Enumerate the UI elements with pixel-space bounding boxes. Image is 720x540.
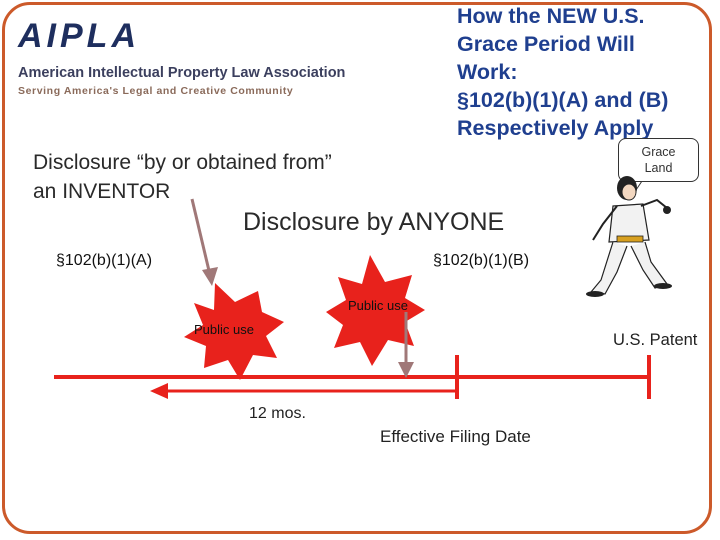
section-b-label: §102(b)(1)(B)	[433, 252, 530, 269]
logo-wordmark: AIPLA	[18, 17, 140, 55]
logo-tagline: Serving America's Legal and Creative Com…	[18, 85, 294, 97]
public-use-label: Public use	[194, 322, 254, 337]
callout-line: Grace	[641, 145, 676, 159]
elvis-clipart-icon	[586, 176, 672, 297]
down-arrow-icon	[190, 198, 212, 276]
title-line: Respectively Apply	[457, 116, 654, 140]
arrow-head-left-icon	[150, 383, 168, 399]
title-line: §102(b)(1)(A) and (B)	[457, 88, 669, 112]
callout-line: Land	[644, 161, 673, 175]
twelve-months-label: 12 mos.	[249, 405, 306, 422]
aipla-logo: AIPLA American Intellectual Property Law…	[18, 17, 358, 97]
starburst-icon	[184, 283, 284, 380]
inventor-disclosure-label: Disclosure “by or obtained from”	[33, 151, 332, 174]
public-use-label: Public use	[348, 298, 408, 313]
title-line: Grace Period Will	[457, 32, 635, 56]
arrow-head-down-icon	[202, 267, 218, 286]
us-patent-label: U.S. Patent	[613, 331, 698, 349]
effective-filing-date-label: Effective Filing Date	[380, 427, 531, 446]
anyone-disclosure-label: Disclosure by ANYONE	[243, 208, 505, 236]
title-line: Work:	[457, 60, 518, 84]
slide-frame	[2, 2, 712, 534]
inventor-disclosure-label: an INVENTOR	[33, 180, 171, 203]
starburst-icon	[326, 255, 425, 366]
grace-land-callout: Grace Land	[618, 138, 699, 182]
title-line: How the NEW U.S.	[457, 4, 645, 28]
logo-name: American Intellectual Property Law Assoc…	[18, 65, 346, 81]
slide-title: How the NEW U.S. Grace Period Will Work:…	[457, 2, 707, 142]
section-a-label: §102(b)(1)(A)	[56, 252, 153, 269]
arrow-head-down-icon	[398, 362, 414, 378]
